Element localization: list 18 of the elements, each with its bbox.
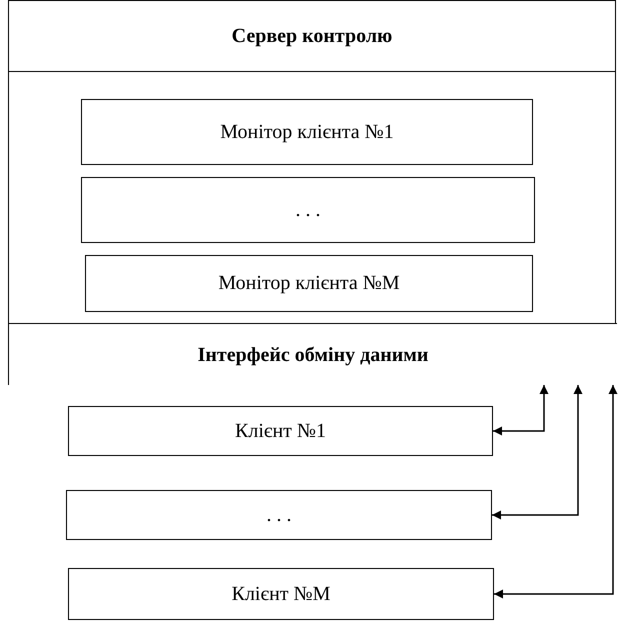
box-label: Монітор клієнта №M [218,272,400,295]
process-box [66,490,492,540]
arrow [492,385,582,520]
arrow [494,385,618,598]
box-label: Сервер контролю [232,24,392,48]
box-label: Монітор клієнта №1 [220,120,394,144]
server-box [8,0,616,385]
process-box [81,177,535,243]
arrow [493,385,548,436]
box-label: Клієнт №M [232,582,330,606]
box-label: Клієнт №1 [235,420,326,442]
process-box [68,568,494,620]
process-box [81,99,533,165]
box-label: . . . [296,198,320,222]
box-label: Інтерфейс обміну даними [198,344,428,366]
process-box [68,406,493,456]
process-box [85,255,533,312]
box-label: . . . [266,504,292,526]
